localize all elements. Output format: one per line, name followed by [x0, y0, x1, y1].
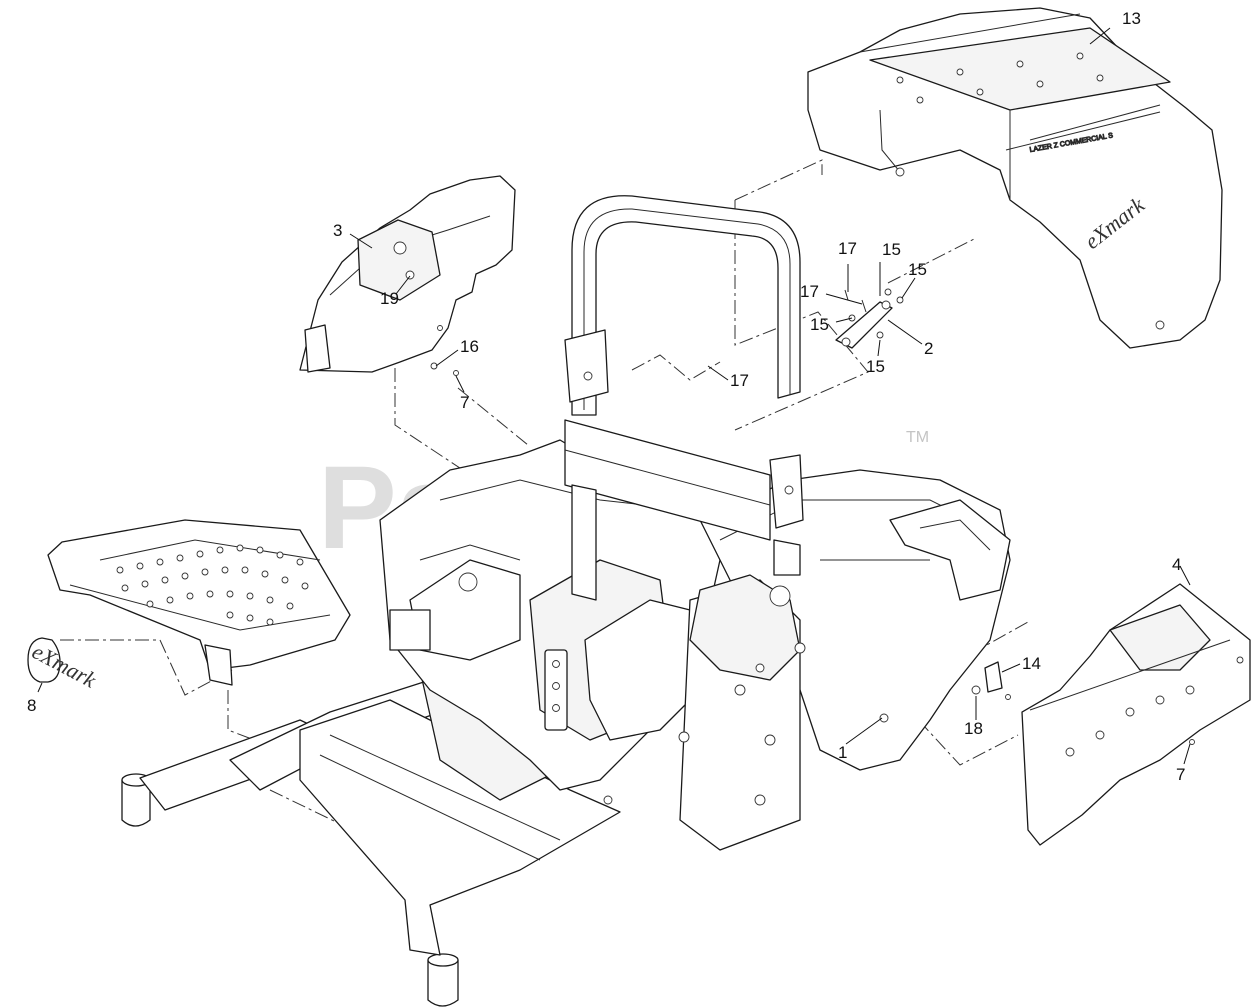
callout-14: 14: [1022, 654, 1041, 673]
emblem-text: eXmark: [28, 638, 101, 693]
callout-7-seat: 7: [460, 393, 469, 412]
chassis-frame: [121, 439, 1011, 1007]
small-hardware: [430, 362, 1195, 745]
callout-17-top: 17: [838, 239, 857, 258]
callout-1: 1: [838, 743, 847, 762]
callout-labels: 1 2 3 4 7 7 8 13 14 15 15 15 15 16 17 17…: [27, 9, 1185, 784]
callout-3: 3: [333, 221, 342, 240]
seat-pan: [299, 175, 516, 373]
bracket-assembly: [835, 288, 904, 349]
callout-16: 16: [460, 337, 479, 356]
watermark-tm: TM: [906, 429, 929, 446]
callout-15-bottom: 15: [866, 357, 885, 376]
callout-19: 19: [380, 289, 399, 308]
callout-leaders: [37, 27, 1191, 765]
callout-15-right: 15: [908, 260, 927, 279]
callout-13: 13: [1122, 9, 1141, 28]
roll-bar: [564, 195, 804, 601]
callout-15-left: 15: [810, 315, 829, 334]
callout-18: 18: [964, 719, 983, 738]
right-fender: [1021, 583, 1251, 846]
callout-8: 8: [27, 696, 36, 715]
step-plate: [47, 519, 351, 686]
step-plate-holes: [116, 544, 309, 626]
callout-15-top: 15: [882, 240, 901, 259]
callout-17-left: 17: [800, 282, 819, 301]
callout-2: 2: [924, 339, 933, 358]
emblem: eXmark: [27, 637, 101, 693]
rear-hood: eXmark LAZER Z COMMERCIAL S: [807, 7, 1223, 349]
callout-17-rollbar: 17: [730, 371, 749, 390]
callout-7-fender: 7: [1176, 765, 1185, 784]
callout-4: 4: [1172, 555, 1181, 574]
